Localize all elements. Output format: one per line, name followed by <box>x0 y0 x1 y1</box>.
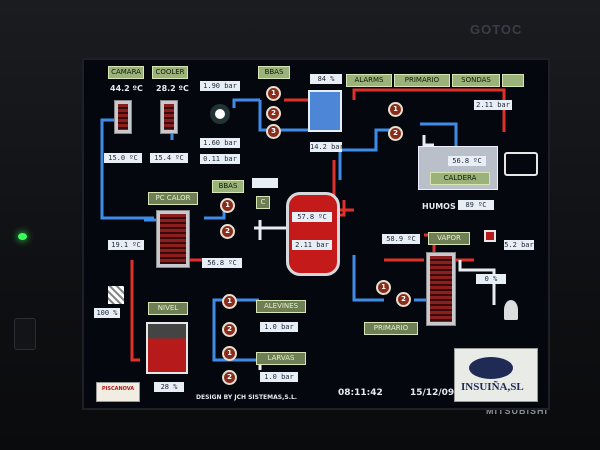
extra-label[interactable] <box>502 74 524 87</box>
pump-primario-2-number: 2 <box>393 129 398 137</box>
press-mid1-value: 1.60 bar <box>200 138 240 148</box>
brand-top: GOTOC <box>470 22 523 37</box>
small-c-label[interactable]: C <box>256 196 270 209</box>
press-top-value: 1.90 bar <box>200 81 240 91</box>
camara-exchanger-icon <box>114 100 132 134</box>
pump-primario-1-icon[interactable]: 1 <box>388 102 403 117</box>
vapor-label[interactable]: VAPOR <box>428 232 470 245</box>
blue-tank-bar: 14.2 bar <box>310 142 344 152</box>
fish-icon <box>469 357 513 379</box>
pump-alevines-2-icon[interactable]: 2 <box>222 322 237 337</box>
pump-primario-b2-number: 2 <box>401 295 406 303</box>
pump-1-icon[interactable]: 1 <box>266 86 281 101</box>
pump-1-number: 1 <box>271 89 276 97</box>
press-mid2-value: 0.11 bar <box>200 154 240 164</box>
hmi-screen: CAMARA COOLER 44.2 ºC 28.2 ºC 15.0 ºC 15… <box>82 58 550 410</box>
small-box-value <box>252 178 278 188</box>
nivel-label[interactable]: NIVEL <box>148 302 188 315</box>
primario-top-label[interactable]: PRIMARIO <box>394 74 450 87</box>
cooler-temp: 28.2 ºC <box>156 84 189 93</box>
vapor-exchanger-icon <box>426 252 456 326</box>
pc-bottom-value: 56.8 ºC <box>202 258 242 268</box>
pump-2-icon[interactable]: 2 <box>266 106 281 121</box>
pump-alevines-1-number: 1 <box>227 297 232 305</box>
cooler-label[interactable]: COOLER <box>152 66 188 79</box>
alevines-press: 1.0 bar <box>260 322 298 332</box>
pump-alevines-1-icon[interactable]: 1 <box>222 294 237 309</box>
pump-mid-1-number: 1 <box>225 201 230 209</box>
pump-2-number: 2 <box>271 109 276 117</box>
larvas-label[interactable]: LARVAS <box>256 352 306 365</box>
pc-left-value: 19.1 ºC <box>108 240 144 250</box>
nivel-low: 28 % <box>154 382 184 392</box>
caldera-temp: 56.8 ºC <box>448 156 486 166</box>
pump-larvas-2-icon[interactable]: 2 <box>222 370 237 385</box>
primario-bottom-label[interactable]: PRIMARIO <box>364 322 418 335</box>
power-led-icon <box>18 233 27 240</box>
insuina-logo: INSUIÑA,SL <box>454 348 538 402</box>
nivel-pct: 100 % <box>94 308 120 318</box>
camara-temp: 44.2 ºC <box>110 84 143 93</box>
humos-label: HUMOS <box>422 202 456 211</box>
alevines-label[interactable]: ALEVINES <box>256 300 306 313</box>
mesh-icon <box>108 286 124 304</box>
pump-alevines-2-number: 2 <box>227 325 232 333</box>
cooler-exchanger-icon <box>160 100 178 134</box>
usb-port-icon <box>14 318 36 350</box>
pump-larvas-1-icon[interactable]: 1 <box>222 346 237 361</box>
bbas-top-label[interactable]: BBAS <box>258 66 290 79</box>
filter-icon <box>210 104 230 124</box>
pump-3-icon[interactable]: 3 <box>266 124 281 139</box>
design-credit: DESIGN BY JCH SISTEMAS,S.L. <box>196 394 298 401</box>
clock-time: 08:11:42 <box>338 388 383 398</box>
caldera-label[interactable]: CALDERA <box>430 172 490 185</box>
blue-tank-icon <box>308 90 342 132</box>
alarms-label[interactable]: ALARMS <box>346 74 392 87</box>
larvas-press: 1.0 bar <box>260 372 298 382</box>
primario-press: 2.11 bar <box>474 100 512 110</box>
valve-icon <box>504 300 518 320</box>
vapor-pct: 0 % <box>476 274 506 284</box>
pump-mid-2-number: 2 <box>225 227 230 235</box>
brand-bottom: MITSUBISHI <box>486 406 549 416</box>
clock-date: 15/12/09 <box>410 388 455 398</box>
camara-low-value: 15.0 ºC <box>104 153 142 163</box>
pump-primario-1-number: 1 <box>393 105 398 113</box>
nivel-tank-icon <box>146 322 188 374</box>
pump-larvas-1-number: 1 <box>227 349 232 357</box>
cooler-low-value: 15.4 ºC <box>150 153 188 163</box>
insuina-logo-text: INSUIÑA,SL <box>461 381 524 393</box>
vapor-temp: 58.9 ºC <box>382 234 420 244</box>
alarm-indicator-icon[interactable] <box>484 230 496 242</box>
bbas-mid-label[interactable]: BBAS <box>212 180 244 193</box>
pc-calor-exchanger-icon <box>156 210 190 268</box>
blue-tank-pct: 84 % <box>310 74 342 84</box>
sondas-label[interactable]: SONDAS <box>452 74 500 87</box>
pump-primario-b2-icon[interactable]: 2 <box>396 292 411 307</box>
pc-calor-label[interactable]: PC CALOR <box>148 192 198 205</box>
burner-icon <box>504 152 538 176</box>
company-logo: PISCANOVA <box>96 382 140 402</box>
pump-primario-b1-number: 1 <box>381 283 386 291</box>
pump-primario-2-icon[interactable]: 2 <box>388 126 403 141</box>
vapor-press: 5.2 bar <box>504 240 534 250</box>
pump-mid-2-icon[interactable]: 2 <box>220 224 235 239</box>
camara-label[interactable]: CAMARA <box>108 66 144 79</box>
tank-temp: 57.8 ºC <box>292 212 332 222</box>
main-tank-icon <box>286 192 340 276</box>
pump-larvas-2-number: 2 <box>227 373 232 381</box>
humos-temp: 89 ºC <box>458 200 494 210</box>
pump-mid-1-icon[interactable]: 1 <box>220 198 235 213</box>
pump-3-number: 3 <box>271 127 276 135</box>
pump-primario-b1-icon[interactable]: 1 <box>376 280 391 295</box>
tank-press: 2.11 bar <box>292 240 332 250</box>
